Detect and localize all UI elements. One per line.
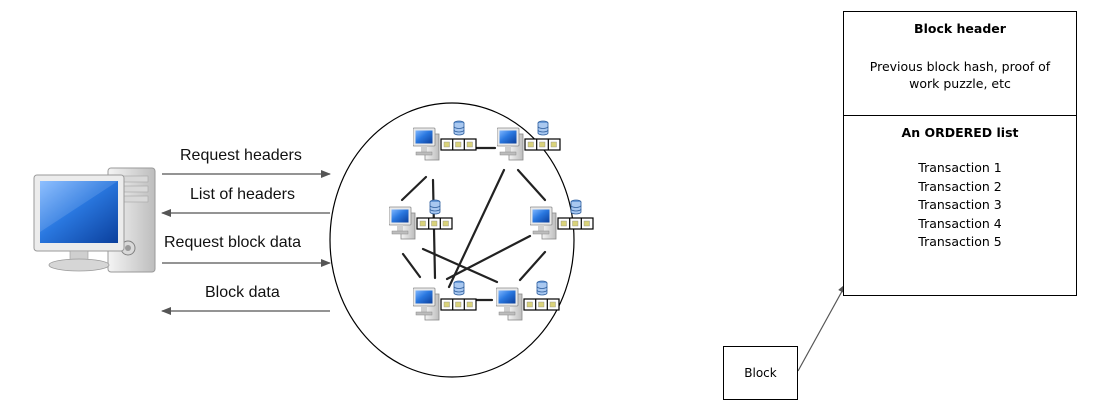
transaction-item: Transaction 2 (918, 178, 1002, 194)
list-of-headers-label: List of headers (190, 186, 295, 203)
block-to-panel-connector (797, 283, 847, 372)
block-data-label: Block data (205, 284, 280, 301)
client-computer-icon (33, 167, 156, 273)
transaction-item: Transaction 5 (918, 234, 1002, 249)
transaction-list-title: An ORDERED list (901, 125, 1019, 140)
block-header-title: Block header (914, 21, 1006, 36)
network-link (421, 247, 499, 284)
request-block-data-label: Request block data (164, 234, 301, 251)
request-headers-label: Request headers (180, 147, 302, 164)
block-box-label: Block (744, 366, 777, 380)
transaction-item: Transaction 4 (918, 215, 1002, 231)
transaction-item: Transaction 1 (918, 160, 1002, 175)
block-box: Block (723, 346, 798, 400)
network-link (447, 168, 506, 289)
transaction-list: Transaction 1 Transaction 2 Transaction … (844, 159, 1076, 252)
transaction-list-section: An ORDERED list Transaction 1 Transactio… (844, 116, 1076, 296)
network-link (445, 234, 532, 281)
transaction-item: Transaction 3 (918, 197, 1002, 212)
block-header-description: Previous block hash, proof of work puzzl… (869, 59, 1051, 91)
block-detail-panel: Block header Previous block hash, proof … (843, 11, 1077, 296)
network-link (516, 168, 547, 202)
network-link (401, 252, 422, 279)
block-header-section: Block header Previous block hash, proof … (844, 12, 1076, 116)
network-link (400, 175, 428, 202)
network-link (518, 250, 547, 282)
